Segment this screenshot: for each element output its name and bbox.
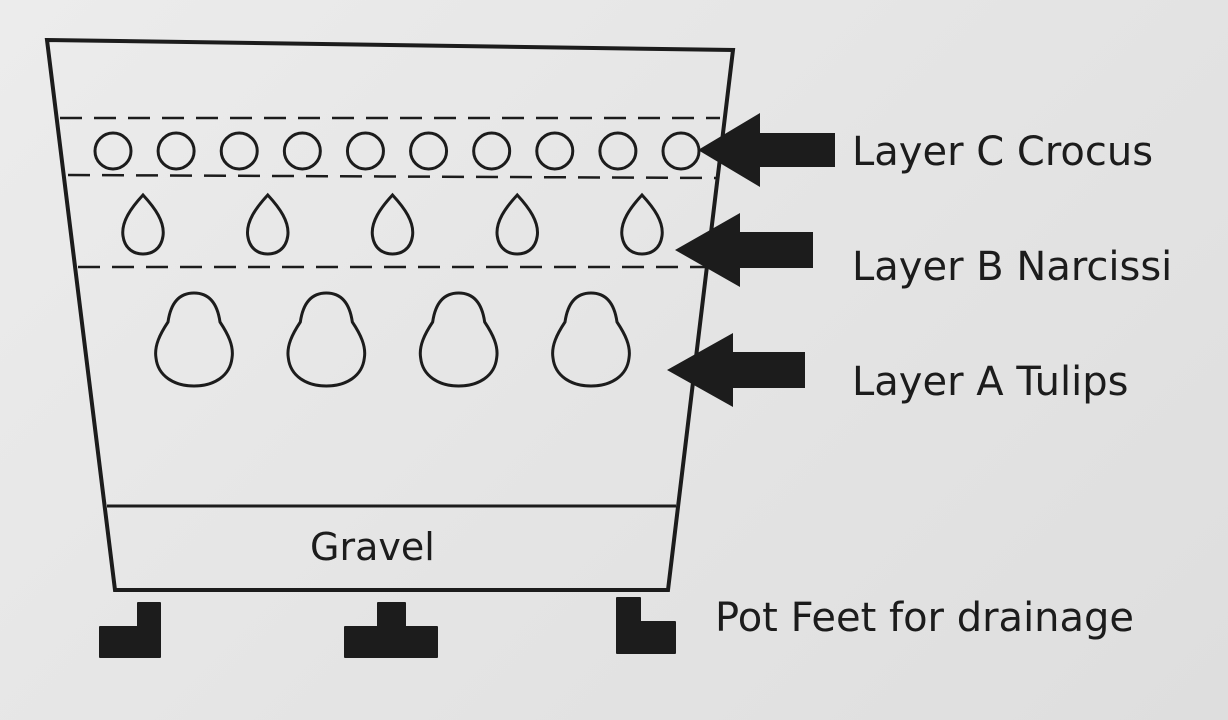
crocus-bulb	[409, 131, 449, 171]
crocus-bulb	[598, 131, 638, 171]
pot-foot-middle-icon	[344, 602, 438, 658]
label-gravel: Gravel	[310, 525, 435, 569]
tulip-bulb	[286, 291, 367, 388]
tulip-bulb	[154, 291, 234, 388]
crocus-bulbs	[93, 131, 701, 171]
tulip-bulbs	[154, 291, 631, 388]
arrow-layer-a-icon	[667, 333, 805, 407]
pot-outline	[44, 37, 736, 592]
label-pot-feet: Pot Feet for drainage	[715, 595, 1135, 641]
crocus-bulb	[472, 131, 512, 171]
label-layer-b: Layer B Narcissi	[852, 244, 1173, 290]
narcissus-bulb	[246, 192, 290, 256]
arrow-layer-c-icon	[698, 113, 835, 187]
tulip-bulb	[418, 291, 499, 388]
narcissi-bulbs	[121, 192, 664, 256]
narcissus-bulb	[495, 192, 539, 256]
crocus-bulb	[535, 131, 575, 171]
crocus-bulb	[219, 131, 259, 171]
narcissus-bulb	[370, 192, 415, 256]
pot-foot-right-icon	[616, 597, 676, 654]
narcissus-bulb	[121, 192, 165, 256]
crocus-bulb	[345, 131, 385, 171]
arrow-layer-b-icon	[675, 213, 813, 287]
tulip-bulb	[551, 291, 631, 388]
pot-foot-left-icon	[99, 602, 161, 658]
crocus-bulb	[93, 131, 133, 171]
label-layer-c: Layer C Crocus	[852, 129, 1154, 175]
dashed-line-crocus	[67, 173, 717, 180]
crocus-bulb	[282, 131, 322, 171]
narcissus-bulb	[620, 192, 664, 256]
crocus-bulb	[156, 131, 196, 171]
label-layer-a: Layer A Tulips	[852, 359, 1129, 405]
crocus-bulb	[661, 131, 701, 171]
